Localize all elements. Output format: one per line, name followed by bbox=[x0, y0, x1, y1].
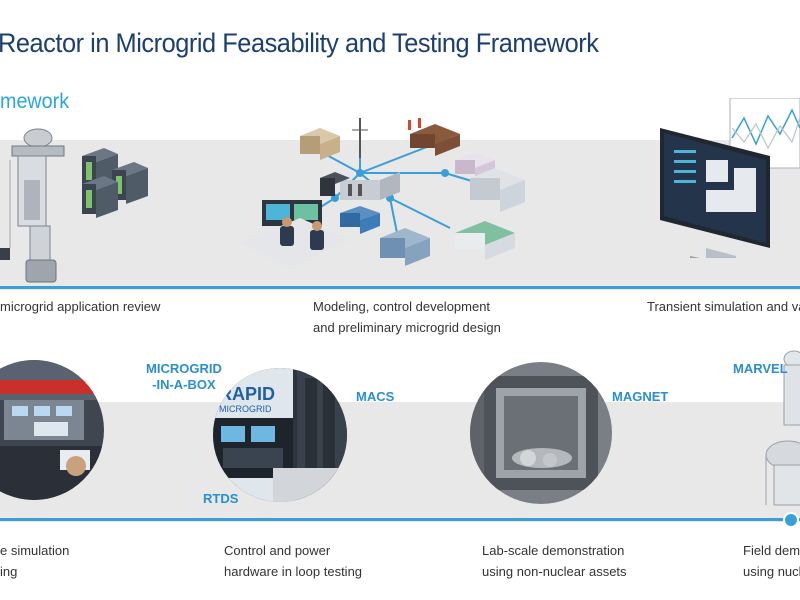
caption-modeling-line2: and preliminary microgrid design bbox=[313, 320, 501, 335]
caption-hil-line2: hardware in loop testing bbox=[224, 564, 363, 579]
tag-magnet: MAGNET bbox=[612, 389, 669, 404]
caption-field-demo-line2: using nucle bbox=[743, 564, 800, 579]
container-label-rapid: RAPID bbox=[219, 384, 276, 404]
top-timeline-line bbox=[0, 286, 800, 289]
tag-microgrid-line1: MICROGRID bbox=[146, 361, 222, 376]
caption-lab-scale-line2: using non-nuclear assets bbox=[482, 564, 627, 579]
simulation-monitor-illustration bbox=[660, 98, 800, 258]
bottom-band bbox=[0, 402, 800, 522]
caption-lab-scale-line1: Lab-scale demonstration bbox=[482, 543, 625, 558]
tag-microgrid-line2: -IN-A-BOX bbox=[152, 377, 216, 392]
caption-modeling-line1: Modeling, control development bbox=[313, 299, 491, 314]
magnet-lab-photo bbox=[470, 362, 612, 504]
bottom-timeline-line bbox=[0, 518, 800, 521]
caption-field-demo-line1: Field demo bbox=[743, 543, 800, 558]
caption-hil-line1: Control and power bbox=[224, 543, 331, 558]
tag-rtds: RTDS bbox=[203, 491, 239, 506]
caption-simulation-line2: ing bbox=[0, 564, 18, 579]
tag-macs: MACS bbox=[356, 389, 395, 404]
reactor-vessel-illustration bbox=[0, 128, 65, 283]
server-cabinets-illustration bbox=[82, 148, 148, 218]
microgrid-network-illustration bbox=[240, 118, 525, 268]
caption-simulation-line1: e simulation bbox=[0, 543, 70, 558]
section-subtitle: mework bbox=[0, 90, 70, 113]
timeline-end-marker bbox=[783, 512, 799, 528]
tag-marvel: MARVEL bbox=[733, 361, 788, 376]
caption-application-review: microgrid application review bbox=[0, 299, 161, 314]
marvel-reactor-illustration bbox=[765, 350, 800, 506]
caption-transient-simulation: Transient simulation and val bbox=[647, 299, 800, 314]
container-label-microgrid: MICROGRID bbox=[219, 404, 272, 414]
page-title: Reactor in Microgrid Feasability and Tes… bbox=[0, 28, 599, 58]
tag-microgrid-in-a-box: MICROGRID -IN-A-BOX bbox=[146, 361, 222, 393]
rapid-microgrid-photo: RAPID MICROGRID bbox=[213, 368, 347, 502]
